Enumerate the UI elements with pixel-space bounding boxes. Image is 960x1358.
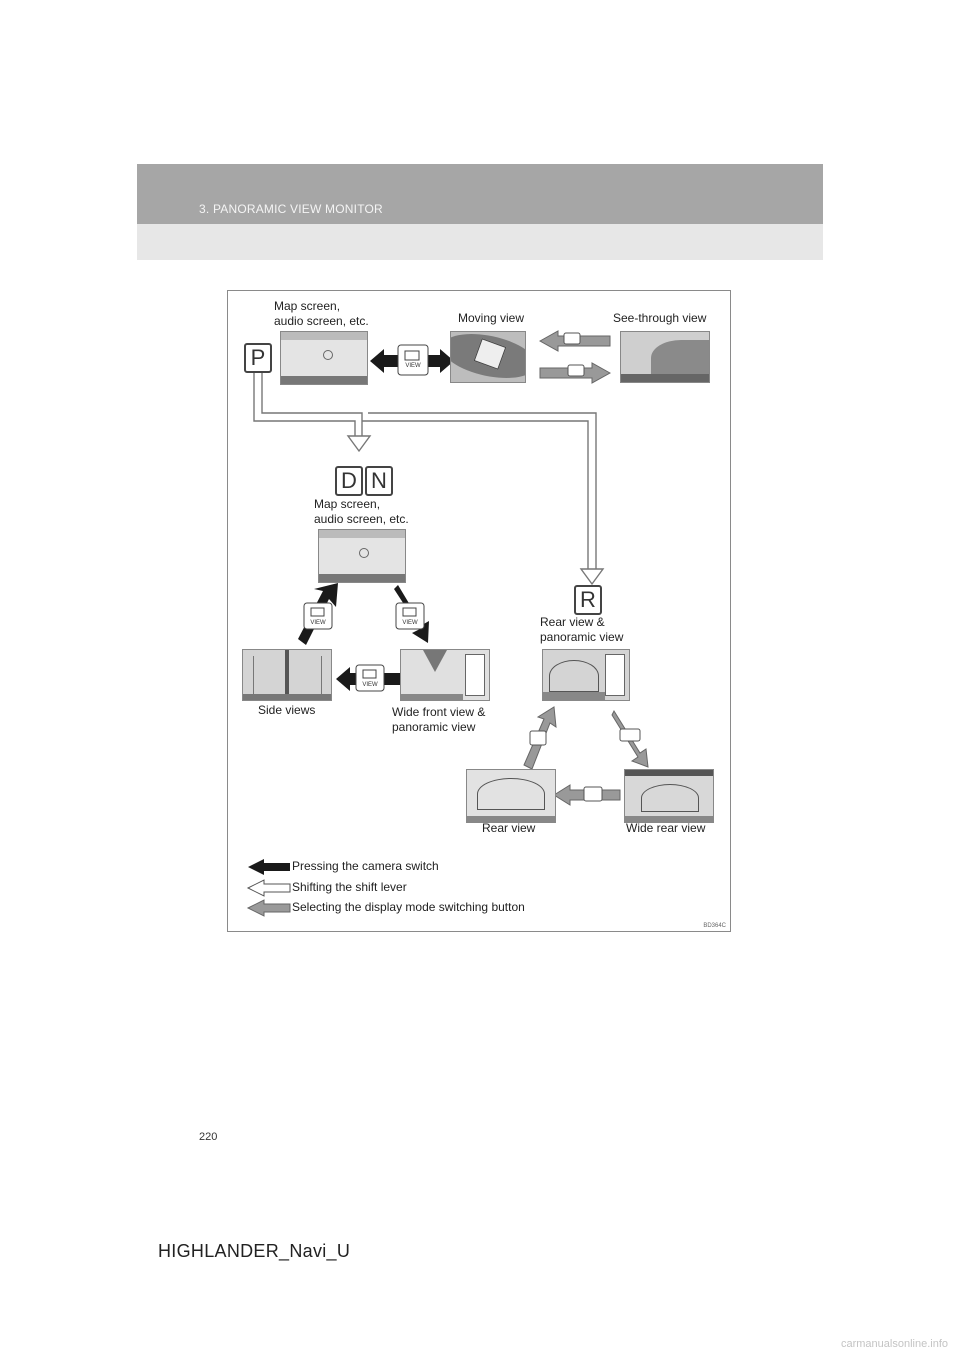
- camera-switch-arrow-side-to-map: VIEW: [298, 583, 338, 645]
- shift-lever-lines: [253, 371, 597, 569]
- legend-arrow-black: [248, 859, 290, 875]
- moving-view-thumbnail: [450, 331, 526, 383]
- legend-arrow-gray: [246, 899, 291, 917]
- footer-text: HIGHLANDER_Navi_U: [158, 1241, 351, 1261]
- gear-d-icon: D: [335, 466, 363, 496]
- label-line: panoramic view: [392, 720, 476, 734]
- label-wide-front-panoramic: Wide front view & panoramic view: [392, 705, 485, 735]
- arrow-to-dn: [346, 435, 372, 453]
- label-see-through-view: See-through view: [613, 311, 707, 325]
- camera-switch-arrow-front-to-side: VIEW: [336, 664, 400, 692]
- wide-rear-view-thumbnail: [624, 769, 714, 823]
- label-rear-view: Rear view: [482, 821, 536, 835]
- section-subheader-bar: [137, 224, 823, 260]
- gear-r-icon: R: [574, 585, 602, 615]
- label-rear-panoramic: Rear view & panoramic view: [540, 615, 623, 645]
- label-line: audio screen, etc.: [274, 314, 369, 328]
- rear-view-thumbnail: [466, 769, 556, 823]
- side-views-thumbnail: [242, 649, 332, 701]
- figure-code: BD364C: [703, 923, 726, 929]
- camera-switch-arrow-top: VIEW: [370, 344, 454, 376]
- svg-text:VIEW: VIEW: [402, 620, 418, 626]
- label-line: Map screen,: [274, 299, 341, 313]
- svg-text:VIEW: VIEW: [362, 682, 378, 688]
- gear-n-icon: N: [365, 466, 393, 496]
- label-line: Map screen,: [314, 497, 381, 511]
- view-switching-figure: VIEW VIEW VIEW VIEW: [227, 290, 731, 932]
- camera-switch-arrow-map-to-front: VIEW: [394, 585, 429, 643]
- label-line: panoramic view: [540, 630, 624, 644]
- legend-display-mode-button: Selecting the display mode switching but…: [292, 900, 525, 914]
- rear-panoramic-thumbnail: [542, 649, 630, 701]
- label-line: audio screen, etc.: [314, 512, 409, 526]
- label-moving-view: Moving view: [458, 311, 525, 325]
- map-screen-thumbnail-dn: [318, 529, 406, 583]
- wide-front-panoramic-thumbnail: [400, 649, 490, 701]
- svg-text:VIEW: VIEW: [310, 620, 326, 626]
- label-side-views: Side views: [258, 703, 316, 717]
- label-map-screen-p: Map screen, audio screen, etc.: [274, 299, 369, 329]
- map-screen-thumbnail-p: [280, 331, 368, 385]
- watermark: carmanualsonline.info: [840, 1338, 948, 1350]
- legend-shift-lever: Shifting the shift lever: [292, 880, 407, 894]
- legend-arrow-white: [246, 879, 291, 897]
- legend-camera-switch: Pressing the camera switch: [292, 859, 439, 873]
- section-header-bar: 3. PANORAMIC VIEW MONITOR: [137, 164, 823, 224]
- label-line: Rear view &: [540, 615, 605, 629]
- flow-arrows: VIEW VIEW VIEW VIEW: [246, 330, 649, 917]
- view-label-top: VIEW: [405, 363, 421, 369]
- label-map-screen-dn: Map screen, audio screen, etc.: [314, 497, 409, 527]
- label-line: Wide front view &: [392, 705, 486, 719]
- page-number: 220: [199, 1131, 218, 1143]
- label-wide-rear-view: Wide rear view: [626, 821, 706, 835]
- arrow-to-r: [579, 568, 605, 586]
- section-title: 3. PANORAMIC VIEW MONITOR: [199, 202, 383, 216]
- see-through-view-thumbnail: [620, 331, 710, 383]
- gear-p-icon: P: [244, 343, 272, 373]
